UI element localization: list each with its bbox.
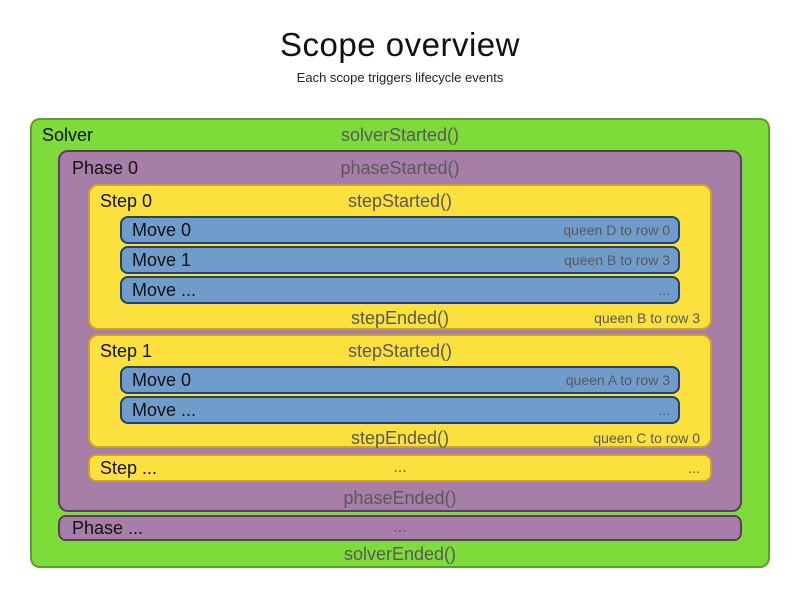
step1-label: Step 1: [100, 340, 153, 361]
phase0-footer-row: phaseEnded(): [60, 482, 740, 514]
move-row: Move ... ...: [120, 276, 680, 304]
phase0-scope-box: Phase 0 phaseStarted() Step 0 stepStarte…: [58, 150, 742, 512]
title-block: Scope overview Each scope triggers lifec…: [0, 26, 800, 85]
step0-moves: Move 0 queen D to row 0 Move 1 queen B t…: [120, 216, 680, 304]
step1-footer-row: stepEnded() queen C to row 0: [90, 426, 710, 450]
step0-started-event: stepStarted(): [347, 190, 453, 211]
step1-ended-event: stepEnded(): [350, 427, 450, 448]
step1-started-event: stepStarted(): [347, 340, 453, 361]
step-more-box: Step ... ... ...: [88, 454, 712, 482]
step1-scope-box: Step 1 stepStarted() Move 0 queen A to r…: [88, 334, 712, 448]
step-more-center-dots: ...: [393, 459, 407, 476]
step0-scope-box: Step 0 stepStarted() Move 0 queen D to r…: [88, 184, 712, 330]
move-label: Move 1: [132, 249, 192, 270]
solver-ended-event: solverEnded(): [343, 544, 457, 564]
move-detail: queen B to row 3: [564, 252, 670, 268]
solver-header-row: Solver solverStarted(): [32, 120, 768, 150]
move-detail: ...: [658, 402, 670, 418]
step0-footer-row: stepEnded() queen B to row 3: [90, 306, 710, 330]
step1-header-row: Step 1 stepStarted(): [90, 336, 710, 366]
move-detail: queen D to row 0: [563, 222, 670, 238]
phase-ended-event: phaseEnded(): [343, 487, 457, 508]
step0-header-row: Step 0 stepStarted(): [90, 186, 710, 216]
solver-label: Solver: [42, 124, 94, 145]
move-detail: queen A to row 3: [565, 372, 670, 388]
move-row: Move ... ...: [120, 396, 680, 424]
step0-ended-detail: queen B to row 3: [594, 310, 700, 326]
step-more-label: Step ...: [100, 457, 158, 478]
move-label: Move 0: [132, 369, 192, 390]
phase-started-event: phaseStarted(): [340, 157, 460, 178]
step-more-right-dots: ...: [688, 460, 700, 476]
page-subtitle: Each scope triggers lifecycle events: [296, 70, 504, 85]
solver-footer-row: solverEnded(): [32, 541, 768, 568]
solver-scope-box: Solver solverStarted() Phase 0 phaseStar…: [30, 118, 770, 568]
step1-moves: Move 0 queen A to row 3 Move ... ...: [120, 366, 680, 424]
solver-started-event: solverStarted(): [340, 124, 460, 145]
step1-ended-detail: queen C to row 0: [593, 430, 700, 446]
phase0-label: Phase 0: [72, 157, 139, 178]
phase-more-box: Phase ... ...: [58, 515, 742, 541]
phase-more-center-dots: ...: [393, 519, 407, 536]
move-row: Move 0 queen A to row 3: [120, 366, 680, 394]
step0-ended-event: stepEnded(): [350, 307, 450, 328]
step0-label: Step 0: [100, 190, 153, 211]
move-row: Move 1 queen B to row 3: [120, 246, 680, 274]
move-label: Move 0: [132, 219, 192, 240]
move-label: Move ...: [132, 399, 197, 420]
page-title: Scope overview: [280, 26, 520, 63]
phase-more-label: Phase ...: [72, 517, 144, 538]
move-detail: ...: [658, 282, 670, 298]
phase0-header-row: Phase 0 phaseStarted(): [60, 152, 740, 184]
move-row: Move 0 queen D to row 0: [120, 216, 680, 244]
move-label: Move ...: [132, 279, 197, 300]
